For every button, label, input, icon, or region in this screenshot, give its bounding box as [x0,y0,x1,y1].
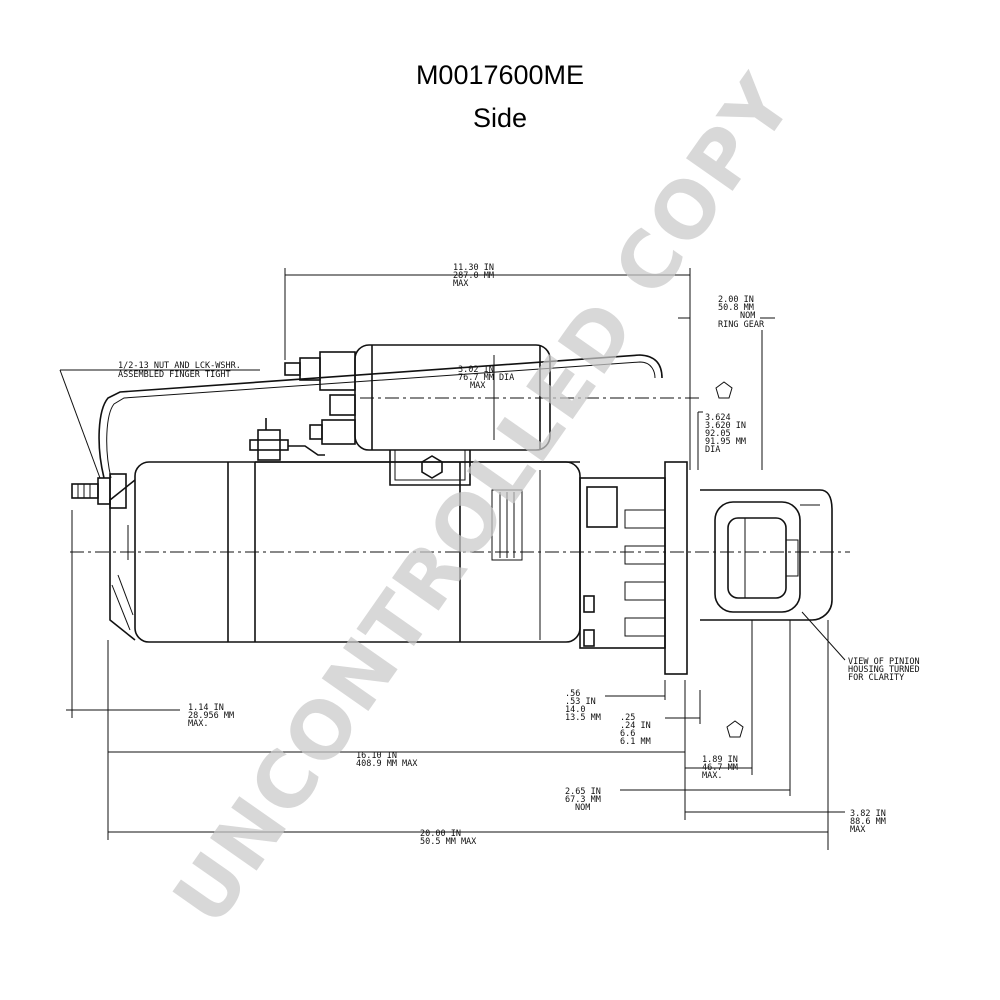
dim-overall-length-in: 20.00 IN [420,829,461,839]
dim-flange-2: .53 IN [565,697,596,707]
dim-flange-3: 14.0 [565,705,585,715]
dim-overall-solenoid-max: MAX [453,279,469,289]
dim-overall-length-mm: 50.5 MM MAX [420,837,477,847]
field-terminal [248,418,325,463]
part-number-title: M0017600ME [415,60,585,90]
dimension-labels: 11.30 IN 287.0 MM MAX 2.00 IN 50.8 MM NO… [118,263,920,847]
dim-pilot-5: DIA [705,445,720,455]
dim-solenoid-dia-max: MAX [470,381,486,391]
dim-pinion-max: MAX. [702,771,722,781]
dim-pinion-nom-label: NOM [575,803,590,813]
dim-pilot-2: 3.620 IN [705,421,746,431]
note-pinion-view-2: HOUSING TURNED [848,665,920,675]
dim-nose-max: MAX [850,825,866,835]
note-pinion-view-3: FOR CLARITY [848,673,904,683]
pinion-housing [700,489,833,621]
dim-nose-mm: 88.6 MM [850,817,886,827]
dim-terminal-max: MAX. [188,719,208,729]
view-subtitle: Side [472,103,528,133]
dim-gap-1: .25 [620,713,635,723]
dim-pinion-in: 1.89 IN [702,755,738,765]
dim-solenoid-dia-in: 3.02 IN [458,365,494,375]
dim-pinion-nom-mm: 67.3 MM [565,795,601,805]
dim-overall-solenoid-mm: 287.0 MM [453,271,494,281]
dim-solenoid-dia-mm: 76.7 MM DIA [458,373,514,383]
dim-terminal-in: 1.14 IN [188,703,224,713]
dim-flange-1: .56 [565,689,580,699]
solenoid [255,344,580,486]
dim-ring-gear-label: RING GEAR [718,320,765,330]
terminal-stud [71,473,127,509]
dim-gap-4: 6.1 MM [620,737,651,747]
dim-gap-3: 6.6 [620,729,635,739]
dim-ring-gear-mm: 50.8 MM [718,303,754,313]
dim-ring-gear-nom: NOM [740,311,755,321]
dim-pilot-4: 91.95 MM [705,437,746,447]
dim-nose-in: 3.82 IN [850,809,886,819]
cable [98,354,663,479]
dim-body-length-mm: 408.9 MM MAX [356,759,418,769]
note-pinion-view-1: VIEW OF PINION [848,657,920,667]
dim-gap-2: .24 IN [620,721,651,731]
dim-ring-gear-in: 2.00 IN [718,295,754,305]
note-nut: 1/2-13 NUT AND LCK-WSHR. [118,361,241,371]
dim-terminal-mm: 28.956 MM [188,711,234,721]
drive-housing [579,461,688,675]
dim-pinion-nom-in: 2.65 IN [565,787,601,797]
dim-body-length-in: 16.10 IN [356,751,397,761]
dim-flange-4: 13.5 MM [565,713,601,723]
dim-overall-solenoid-in: 11.30 IN [453,263,494,273]
dimension-lines [59,268,846,850]
dim-pilot-1: 3.624 [705,413,731,423]
note-finger-tight: ASSEMBLED FINGER TIGHT [118,370,231,380]
dim-pinion-mm: 46.7 MM [702,763,738,773]
dim-pilot-3: 92.05 [705,429,731,439]
